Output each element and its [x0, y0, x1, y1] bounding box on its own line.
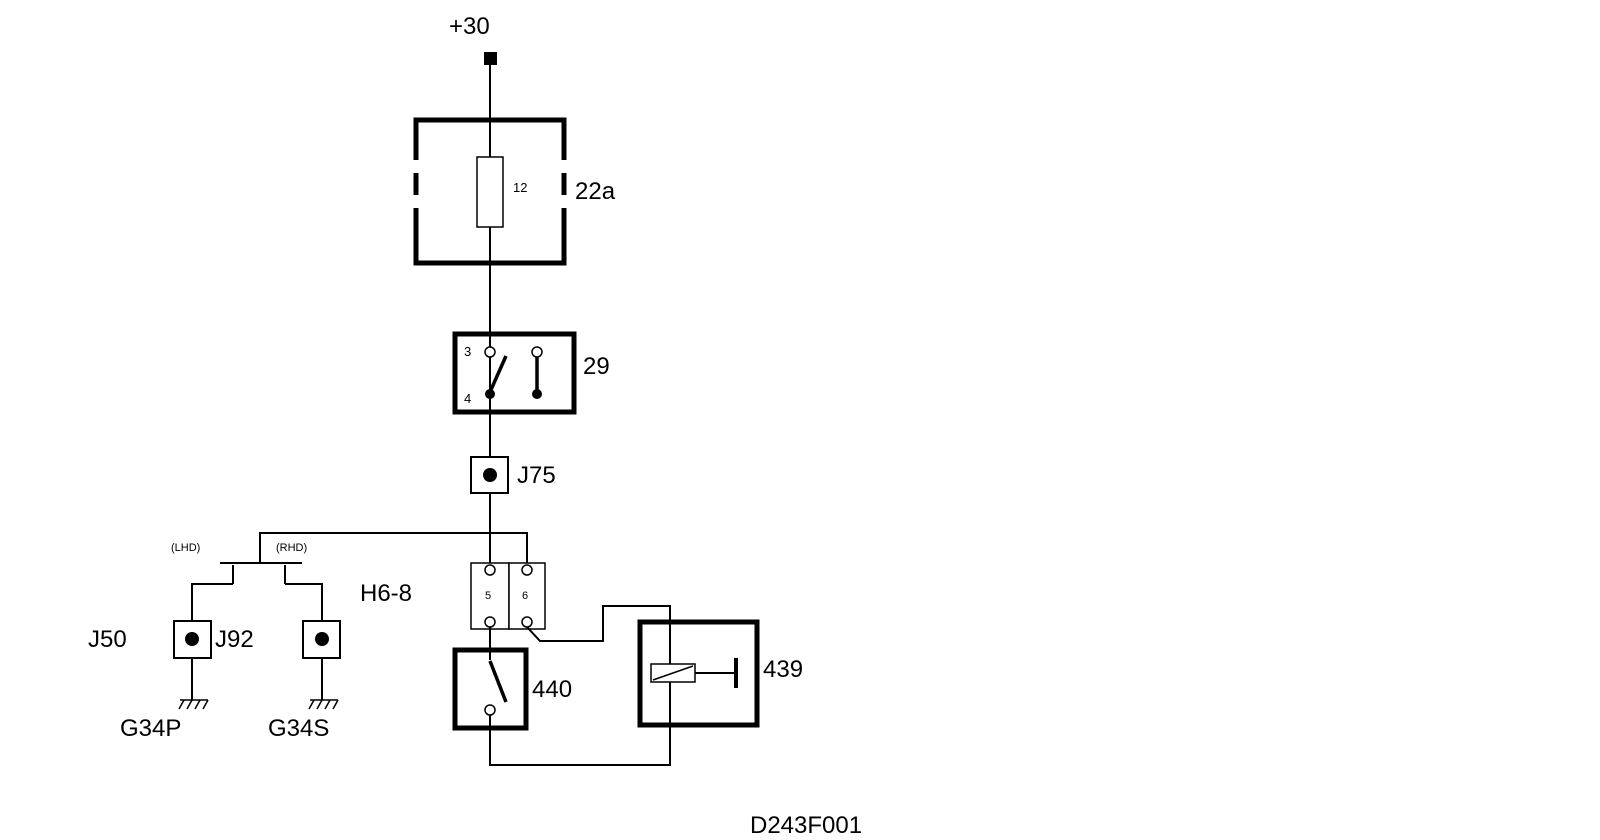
connector-j75-pin [483, 468, 497, 482]
switch-29-box [452, 331, 577, 415]
terminal-plus30: +30 [449, 13, 497, 65]
ground-g34s-tick [308, 699, 315, 710]
relay-439: 439 [637, 619, 803, 765]
switch-440: 440 [452, 627, 572, 765]
connector-j92-pin [185, 632, 199, 646]
connector-j75-label: J75 [517, 462, 556, 489]
drawing-id: D243F001 [750, 812, 862, 839]
ground-g34s-tick [316, 699, 323, 710]
fuse-box-label: 22a [575, 178, 616, 205]
ground-g34p-tick [202, 699, 209, 710]
switch-29-contact-b-top [531, 346, 543, 358]
fuse-box-top [413, 117, 567, 160]
switch-440-label: 440 [532, 676, 572, 703]
ground-g34p-tick [186, 699, 193, 710]
branch-wire-main [259, 532, 490, 563]
switch-29-pin-3: 3 [464, 344, 471, 359]
connector-j92: J50 J92 [88, 620, 254, 700]
h6-8-pin-6-bottom [521, 616, 533, 628]
ground-branch: (LHD) (RHD) [171, 532, 490, 621]
connector-j75: J75 [470, 456, 556, 494]
ground-g34p-tick [178, 699, 185, 710]
branch-lhd-label: (LHD) [171, 542, 200, 554]
relay-439-box [637, 619, 760, 728]
switch-29-blade [488, 355, 508, 393]
branch-rhd-label: (RHD) [276, 542, 307, 554]
fuse-box-22a: 12 22a [413, 117, 616, 266]
fuse-box-bottom [413, 208, 567, 266]
terminal-label: +30 [449, 13, 490, 40]
fuse-label: 12 [513, 180, 527, 195]
h6-8-pin6-feed [490, 532, 528, 565]
branch-rhd-wire [285, 583, 323, 621]
connector-j92-label: J92 [215, 626, 254, 653]
h6-8-pin-6-label: 6 [522, 590, 528, 602]
switch-29: 3 4 29 [452, 331, 610, 415]
branch-lhd-wire [191, 583, 233, 621]
ground-g34p-label: G34P [120, 715, 181, 742]
h6-8-pin-5-top [484, 564, 496, 576]
ground-g34s-tick [324, 699, 331, 710]
switch-440-contact [484, 704, 496, 716]
connector-rhd-pin [315, 632, 329, 646]
connector-rhd [302, 620, 341, 700]
fuse-element [476, 156, 504, 228]
ground-g34p: G34P [120, 699, 209, 742]
h6-8-pin-6-top [521, 564, 533, 576]
switch-29-contact-3 [484, 346, 496, 358]
switch-29-contact-b-bottom [532, 389, 542, 399]
relay-439-coil-slash [652, 665, 694, 681]
ground-g34s-tick [332, 699, 339, 710]
connector-j50-label: J50 [88, 626, 127, 653]
ground-g34p-tick [194, 699, 201, 710]
relay-439-label: 439 [763, 656, 803, 683]
ground-g34s-label: G34S [268, 715, 329, 742]
switch-29-label: 29 [583, 353, 610, 380]
connector-h6-8: 5 6 H6-8 [360, 532, 546, 630]
switch-29-pin-4: 4 [464, 391, 471, 406]
terminal-square [484, 52, 497, 65]
ground-g34s: G34S [268, 699, 339, 742]
wire-h6-8-to-439 [526, 605, 671, 642]
switch-440-blade [488, 660, 508, 703]
h6-8-pin-5-label: 5 [485, 590, 491, 602]
connector-h6-8-label: H6-8 [360, 580, 412, 607]
h6-8-pin-5-bottom [484, 616, 496, 628]
